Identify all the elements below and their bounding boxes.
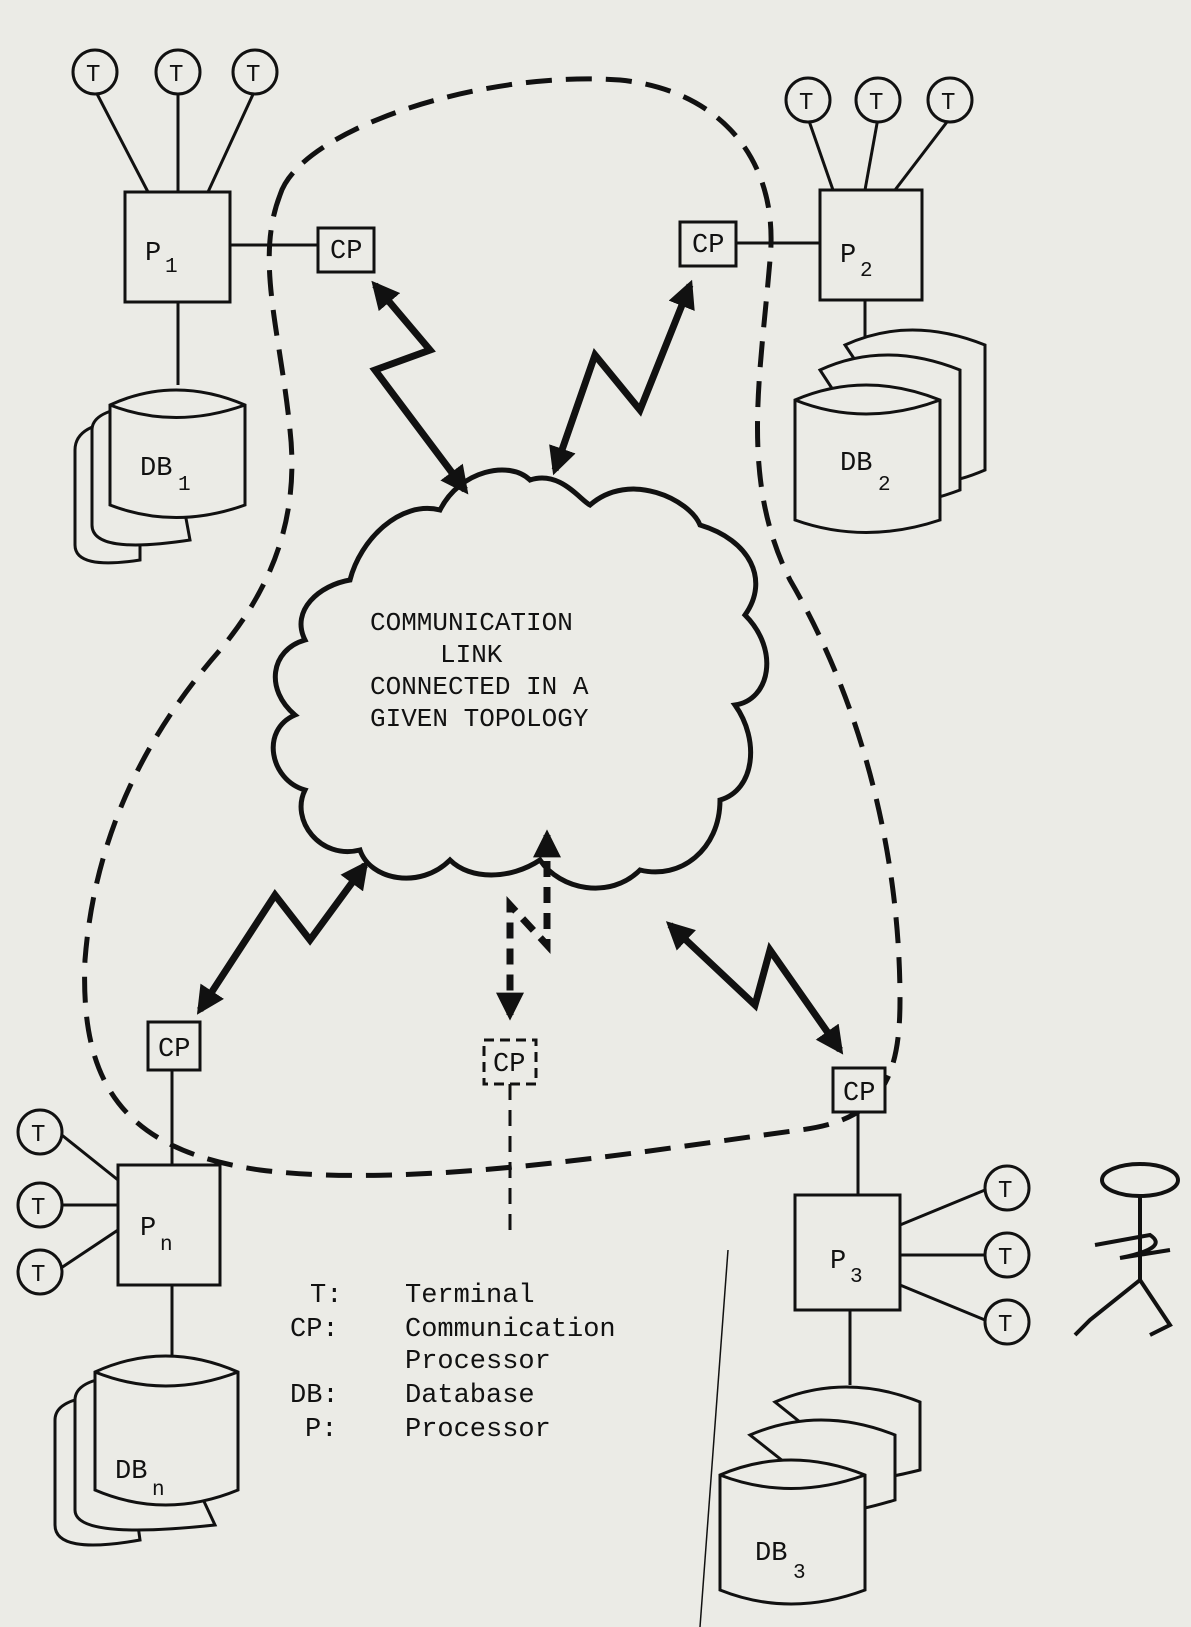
svg-text:T: T: [86, 62, 100, 89]
cloud-label-line3: CONNECTED IN A: [370, 672, 589, 702]
processor-pn-sub: n: [160, 1234, 173, 1257]
link-pn-cloud: [200, 865, 365, 1010]
database-db2: [795, 330, 985, 533]
svg-text:T: T: [869, 90, 883, 117]
legend-value: Processor: [405, 1347, 551, 1377]
processor-p1-label: P: [145, 239, 161, 269]
terminal: T: [786, 78, 830, 122]
terminal: T: [856, 78, 900, 122]
legend-value: Terminal: [405, 1281, 535, 1311]
database-db1-label: DB: [140, 454, 172, 484]
processor-p2-sub: 2: [860, 260, 873, 283]
legend-value: Communication: [405, 1315, 616, 1345]
cloud-label-line1: COMMUNICATION: [370, 608, 573, 638]
terminal: T: [985, 1166, 1029, 1210]
link-p2-cloud: [555, 285, 690, 470]
legend-value: Database: [405, 1381, 535, 1411]
database-db2-label: DB: [840, 449, 872, 479]
svg-text:T: T: [169, 62, 183, 89]
processor-p3-sub: 3: [850, 1266, 863, 1289]
user-figure-icon: [1075, 1164, 1178, 1335]
processor-p2-box: [820, 190, 922, 300]
terminal: T: [156, 50, 200, 94]
svg-text:T: T: [31, 1262, 45, 1289]
svg-text:T: T: [998, 1178, 1012, 1205]
svg-text:T: T: [31, 1122, 45, 1149]
link-p3-cloud: [670, 925, 840, 1050]
svg-text:T: T: [998, 1312, 1012, 1339]
cp-pn-label: CP: [158, 1035, 190, 1065]
cp-optional-label: CP: [493, 1050, 525, 1080]
legend: T: Terminal CP: Communication Processor …: [290, 1281, 616, 1445]
legend-key: CP:: [290, 1315, 339, 1345]
database-db3: [720, 1387, 920, 1604]
database-dbn-sub: n: [152, 1479, 165, 1502]
link-p1-cloud: [375, 285, 465, 490]
database-db2-sub: 2: [878, 474, 891, 497]
processor-pn-label: P: [140, 1214, 156, 1244]
database-db3-label: DB: [755, 1539, 787, 1569]
legend-value: Processor: [405, 1415, 551, 1445]
cloud-label-line2: LINK: [440, 640, 503, 670]
svg-text:T: T: [998, 1245, 1012, 1272]
processor-p1-box: [125, 192, 230, 302]
processor-p3-box: [795, 1195, 900, 1310]
legend-key: T:: [310, 1281, 342, 1311]
terminal: T: [985, 1300, 1029, 1344]
legend-key: DB:: [290, 1381, 339, 1411]
terminal: T: [928, 78, 972, 122]
svg-text:T: T: [246, 62, 260, 89]
svg-text:T: T: [799, 90, 813, 117]
legend-key: P:: [305, 1415, 337, 1445]
svg-text:T: T: [31, 1195, 45, 1222]
terminal: T: [18, 1183, 62, 1227]
cp-p3-label: CP: [843, 1079, 875, 1109]
database-db3-sub: 3: [793, 1562, 806, 1585]
database-db1-sub: 1: [178, 474, 191, 497]
cp-p1-label: CP: [330, 237, 362, 267]
processor-p3-label: P: [830, 1247, 846, 1277]
processor-p1-sub: 1: [165, 256, 178, 279]
terminal: T: [73, 50, 117, 94]
cp-p2-label: CP: [692, 231, 724, 261]
cloud-label-line4: GIVEN TOPOLOGY: [370, 704, 589, 734]
svg-text:T: T: [941, 90, 955, 117]
terminal: T: [233, 50, 277, 94]
terminal: T: [18, 1250, 62, 1294]
terminal: T: [18, 1110, 62, 1154]
processor-p2-label: P: [840, 241, 856, 271]
processor-pn-box: [118, 1165, 220, 1285]
terminal: T: [985, 1233, 1029, 1277]
database-dbn-label: DB: [115, 1457, 147, 1487]
database-dbn: [55, 1356, 238, 1545]
